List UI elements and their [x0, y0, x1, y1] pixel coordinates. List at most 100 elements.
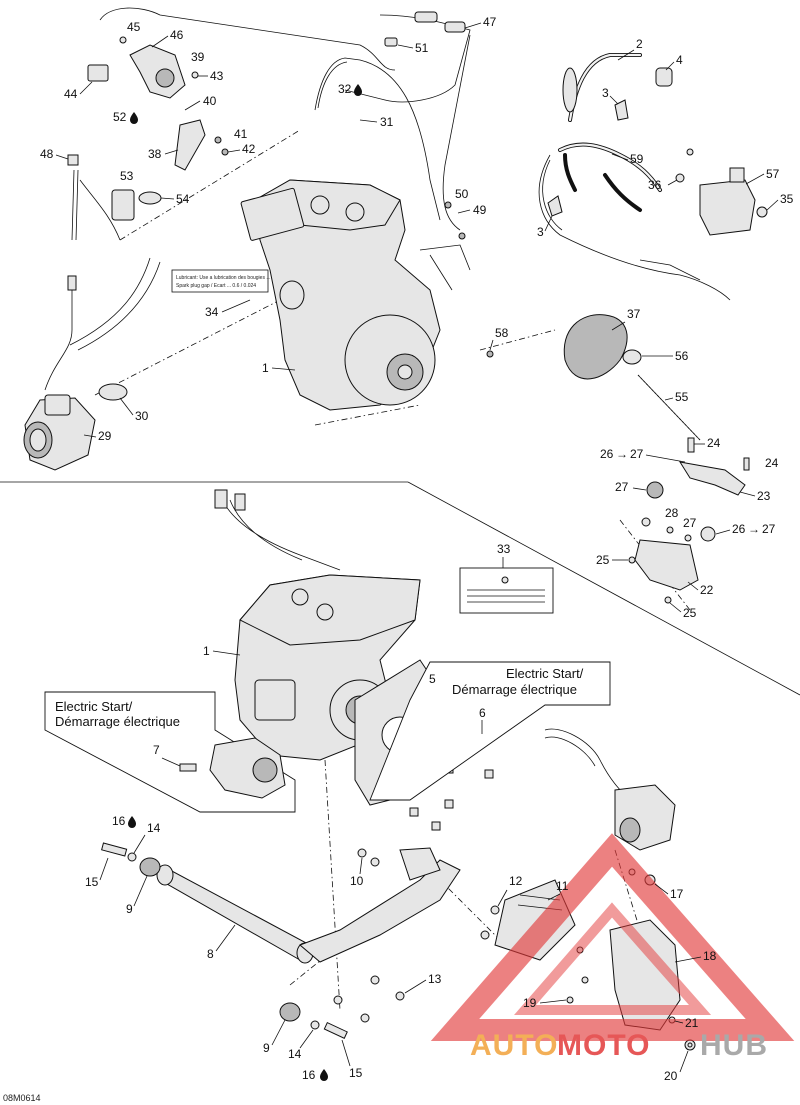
drop-icon: [130, 112, 138, 125]
callout-40: 40: [203, 94, 217, 108]
electric-start-right-label-2: Démarrage électrique: [452, 682, 577, 697]
callout-57: 57: [766, 167, 780, 181]
callout-5: 5: [429, 672, 436, 686]
electric-start-left: [44, 691, 296, 813]
fuel-lines: [544, 728, 626, 796]
callout-45: 45: [127, 20, 141, 34]
callout-21: 21: [685, 1016, 699, 1030]
screw-25b: [664, 596, 672, 604]
callout-15-left: 15: [85, 875, 99, 889]
connector: [214, 489, 228, 509]
wire: [99, 7, 396, 71]
callout-27-d: 27: [762, 522, 776, 536]
callout-17: 17: [670, 887, 684, 901]
callout-7: 7: [153, 743, 160, 757]
callout-20: 20: [664, 1069, 678, 1083]
callout-26-b: 26: [732, 522, 746, 536]
hoses: [44, 257, 161, 391]
connector: [444, 21, 466, 33]
washer: [191, 71, 199, 79]
callout-23: 23: [757, 489, 771, 503]
carburetor-bore: [29, 428, 47, 452]
callout-18: 18: [703, 949, 717, 963]
drop-icon: [128, 816, 136, 829]
callout-49: 49: [473, 203, 487, 217]
arrow-right-icon: →: [616, 447, 628, 461]
bracket-plate: [299, 859, 461, 963]
callout-26-a: 26: [600, 447, 614, 461]
electric-start-right: [369, 661, 611, 801]
callout-54: 54: [176, 192, 190, 206]
hose-coil: [562, 67, 578, 113]
washer-36: [675, 173, 685, 183]
wire: [317, 61, 348, 109]
callout-9-bottom: 9: [263, 1041, 270, 1055]
callout-37: 37: [627, 307, 641, 321]
washer: [666, 526, 674, 534]
wire: [442, 34, 471, 231]
nut: [214, 136, 222, 144]
callout-19: 19: [523, 996, 537, 1010]
nut: [360, 1013, 370, 1023]
starter-motor: [209, 737, 286, 799]
rubber-mount-9b: [279, 1002, 301, 1022]
connector: [234, 493, 246, 511]
triangle-logo-icon: [430, 833, 795, 1041]
clip: [87, 64, 109, 82]
callout-33: 33: [497, 542, 511, 556]
decal-line-2: Spark plug gap / Ecart ... 0.6 / 0.024: [176, 283, 256, 289]
nut-12: [490, 905, 500, 915]
decal-sticker: [171, 269, 269, 293]
callout-55: 55: [675, 390, 689, 404]
recoil-handle: [563, 314, 628, 380]
callout-2: 2: [636, 37, 643, 51]
callout-50: 50: [455, 187, 469, 201]
callout-48: 48: [40, 147, 54, 161]
callout-32: 32: [338, 82, 352, 96]
callout-6: 6: [479, 706, 486, 720]
fuel-pump: [129, 44, 186, 99]
callout-30: 30: [135, 409, 149, 423]
callout-3-top: 3: [602, 86, 609, 100]
clamp-3: [614, 99, 629, 121]
assembly-line: [324, 759, 341, 1011]
electric-start-left-label-1: Electric Start/: [55, 699, 133, 714]
callout-24-a: 24: [707, 436, 721, 450]
screw-7: [179, 763, 197, 772]
wire: [79, 179, 121, 241]
arrow-right-icon: →: [748, 522, 760, 536]
harness: [419, 244, 471, 291]
sensor: [111, 189, 135, 221]
top-wires: [99, 7, 471, 231]
starter-gear: [252, 757, 278, 783]
screw-19: [566, 996, 574, 1004]
fitting-4: [655, 67, 673, 87]
clamp: [98, 383, 128, 401]
callouts: 45 46 39 43 44 52 40 41 42 38 48 53 54 4…: [40, 15, 794, 1083]
washer: [684, 534, 692, 542]
assembly-line: [94, 299, 281, 396]
callout-43: 43: [210, 69, 224, 83]
nut-13: [395, 991, 405, 1001]
callout-38: 38: [148, 147, 162, 161]
spark-plug-boss: [345, 202, 365, 222]
ignition-coil: [699, 179, 756, 236]
callout-16-left: 16: [112, 814, 126, 828]
callout-25-b: 25: [683, 606, 697, 620]
callout-58: 58: [495, 326, 509, 340]
callout-11: 11: [556, 879, 569, 893]
mount-bar-8: [159, 869, 311, 961]
air-shroud: [240, 187, 305, 241]
callout-14-bottom: 14: [288, 1047, 302, 1061]
plug-boss: [291, 588, 309, 606]
screw: [444, 799, 454, 809]
connector: [414, 11, 438, 23]
nut-35: [756, 206, 768, 218]
screw: [686, 148, 694, 156]
screw: [409, 807, 419, 817]
callout-1-bottom: 1: [203, 644, 210, 658]
callout-4: 4: [676, 53, 683, 67]
plug-cap: [67, 154, 79, 166]
intake-port: [279, 280, 305, 310]
